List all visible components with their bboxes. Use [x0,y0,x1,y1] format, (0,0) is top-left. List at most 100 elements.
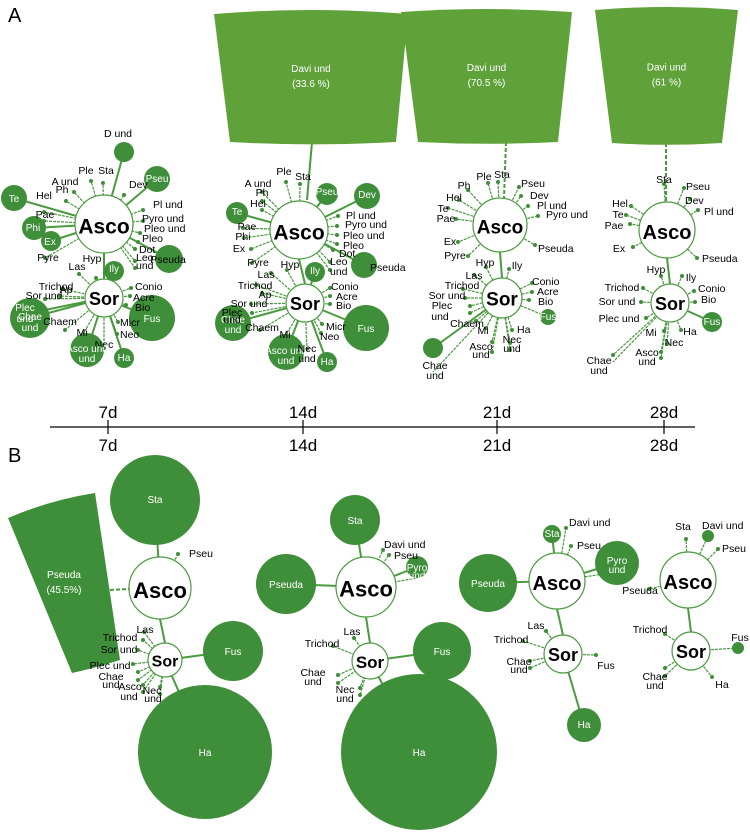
a14d-node-sta-1 [298,182,302,186]
a14d-node-ha-38 [317,352,337,372]
a21d-label-hyp-13: Hyp [476,257,495,269]
b2-sor-hub [351,642,389,680]
a21d-node-hyp-13 [484,265,488,269]
b4-hub-connector [687,607,692,633]
a14d-hub-connector [298,258,306,285]
a7d-node-ha-39 [114,348,134,368]
a7d-node-pseu-5 [144,166,170,192]
a14d-node-ple-0 [284,180,288,184]
a7d-label-pyre-12: Pyre [37,252,59,264]
a7d-label-las-21: Las [69,261,86,273]
b1-node-fus-2 [203,621,263,681]
b2-label-ha-13: Ha [413,748,426,759]
a14d-node-ily-22 [305,262,325,282]
a14d-node-pyro-und-13 [335,224,339,228]
a21d-label-chae-31: Chae [422,360,447,372]
a28d-label-chae-22: Chae [586,355,611,367]
a14d-node-pae-8 [241,226,245,230]
b2-node-fus-8 [413,622,471,680]
a21d-edge-asco-27 [491,297,503,343]
a7d-node-leo-18 [133,259,137,263]
a7d-node-pleo-16 [136,240,140,244]
a21d-node-fus-23 [540,309,556,325]
b3-asco-hub [528,552,586,610]
a14d-node-neo-34 [319,331,323,335]
b2-label-fus-8: Fus [434,647,451,658]
b1-hub-connector [159,618,166,644]
a7d-label-conio-28: Conio [135,281,163,293]
a7d-label-und-19: und [136,260,154,272]
a28d-label-mi-17: Mi [645,327,656,339]
a7d-label-chae-und-2: und [22,323,39,334]
a28d-label-pseu-1: Pseu [686,181,710,193]
a21d-node-chae-31 [423,338,443,358]
b2-label-nec-11: Nec [336,684,355,696]
a7d-node-conio-28 [129,286,133,290]
a28d-label-sta-0: Sta [656,174,672,186]
a28d-label-ha-18: Ha [683,326,697,338]
a21d-label-asco-27: Asco [469,341,493,353]
a21d-node-pseu-3 [517,185,521,189]
a28d-label-trichod-11: Trichod [605,282,640,294]
b3-hub-connector [556,608,564,636]
a28d-node-plec-und-15 [644,316,648,320]
a14d-node-plec-26 [250,311,254,315]
a28d-davi-und-label: Davi und [647,63,686,74]
a21d-label-nec-28: Nec [503,334,522,346]
a21d-node-hel-5 [457,198,461,202]
a21d-node-te-7 [446,206,450,210]
b1-sor-hub-label: Sor [152,653,179,670]
b1-label-und-8: und [102,679,120,691]
a28d-sor-hub-label: Sor [655,294,685,314]
b1-label-sor-und-5: Sor und [101,644,138,656]
a21d-node-dev-4 [519,194,523,198]
a21d-node-pyro-und-8 [536,214,540,218]
a7d-label-ap-25: Ap [60,284,73,296]
b1-node-trichod-4 [141,638,145,642]
a28d-node-pseu-1 [682,186,686,190]
b4-sor-hub-label: Sor [676,642,706,662]
a28d-label-bio-14: Bio [701,294,716,306]
a14d-label-plec-26: Plec [222,307,242,319]
a7d-label-pseu-5: Pseu [146,174,169,185]
a7d-node-pyre-12 [43,256,47,260]
a21d-label-und-32: und [426,370,444,382]
b2-node-chae-9 [336,673,340,677]
a7d-label-ily-23: Ily [109,264,119,275]
a21d-label-und-22: und [431,311,449,323]
a7d-node-ap-25 [58,294,62,298]
a14d-node-pseu-5 [316,183,338,205]
a14d-node-bio-29 [328,302,332,306]
b1-node-chae-7 [136,670,140,674]
a7d-node-pl-und-13 [141,208,145,212]
a21d-node-pseuda-11 [533,243,537,247]
timeline-label-bottom-7d: 7d [99,436,118,455]
b2-node-ha-13 [341,674,497,830]
a14d-label-hyp-20: Hyp [281,259,300,271]
a21d-node-ily-14 [507,267,511,271]
b3-node-pseuda-5 [459,554,517,612]
a21d-label-bio-20: Bio [538,296,553,308]
b2-node-und-10 [336,681,340,685]
a28d-label-dev-2: Dev [685,195,704,207]
a7d-label-asco-und-38: Asco und [66,344,108,355]
a14d-node-nec-37 [305,347,309,351]
a28d-edge-sta-0 [663,183,668,231]
a28d-label-ex-7: Ex [613,243,626,255]
a21d-node-ha-26 [510,328,514,332]
b3-label-pseuda-5: Pseuda [471,579,505,590]
a7d-node-d-und-0 [114,142,134,162]
a14d-node-und-18 [328,268,332,272]
b2-label-chae-9: Chae [300,667,325,679]
b4-label-fus-5: Fus [731,632,749,644]
b2-label-pyro-3: Pyro [407,563,428,574]
a14d-label-asco-und-2: und [278,356,295,367]
a14d-label-leo-17: Leo [330,256,348,268]
a14d-node-hel-4 [260,208,264,212]
b1-label-trichod-4: Trichod [103,632,138,644]
b1-node-pseu-1 [176,552,180,556]
a7d-label-pl-und-13: Pl und [153,199,183,211]
a21d-label-ph-2: Ph [458,180,471,192]
a14d-node-las-21 [269,271,273,275]
